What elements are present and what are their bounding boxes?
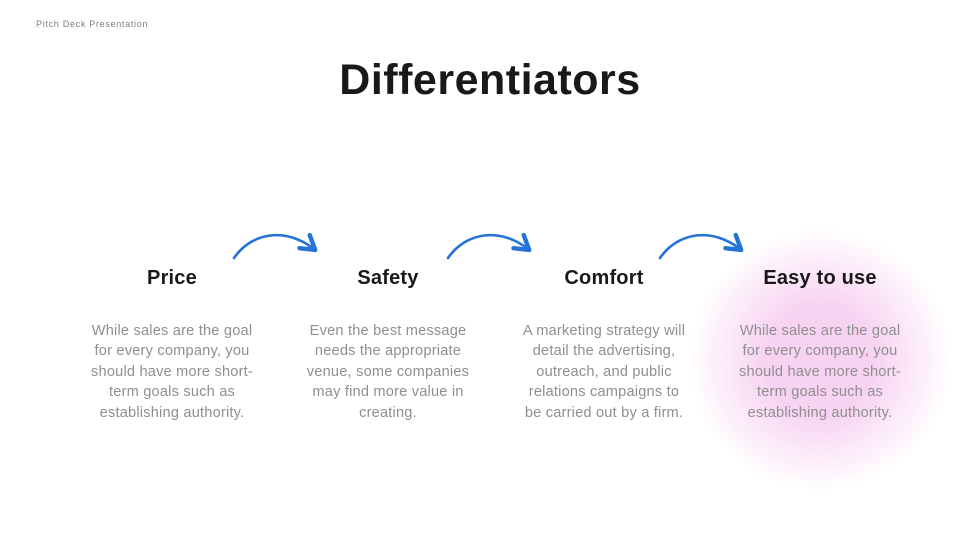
column-heading: Price	[147, 267, 197, 289]
curved-arrow-icon	[444, 224, 538, 264]
column-body: While sales are the goal for every compa…	[91, 323, 253, 421]
column-easy-to-use: Easy to use While sales are the goal for…	[720, 267, 920, 423]
column-body: Even the best message needs the appropri…	[306, 323, 470, 421]
pink-gradient-blob	[652, 192, 980, 528]
column-body: A marketing strategy will detail the adv…	[522, 323, 686, 421]
column-heading: Safety	[357, 267, 419, 289]
curved-arrow-icon	[656, 224, 750, 264]
page-title: Differentiators	[339, 56, 641, 104]
deck-label: Pitch Deck Presentation	[36, 19, 149, 29]
differentiator-columns: Price While sales are the goal for every…	[72, 267, 920, 423]
column-heading: Comfort	[564, 267, 644, 289]
column-comfort: Comfort A marketing strategy will detail…	[504, 267, 704, 423]
column-price: Price While sales are the goal for every…	[72, 267, 272, 423]
column-heading: Easy to use	[763, 267, 877, 289]
column-body: While sales are the goal for every compa…	[739, 323, 901, 421]
curved-arrow-icon	[230, 224, 324, 264]
column-safety: Safety Even the best message needs the a…	[288, 267, 488, 423]
